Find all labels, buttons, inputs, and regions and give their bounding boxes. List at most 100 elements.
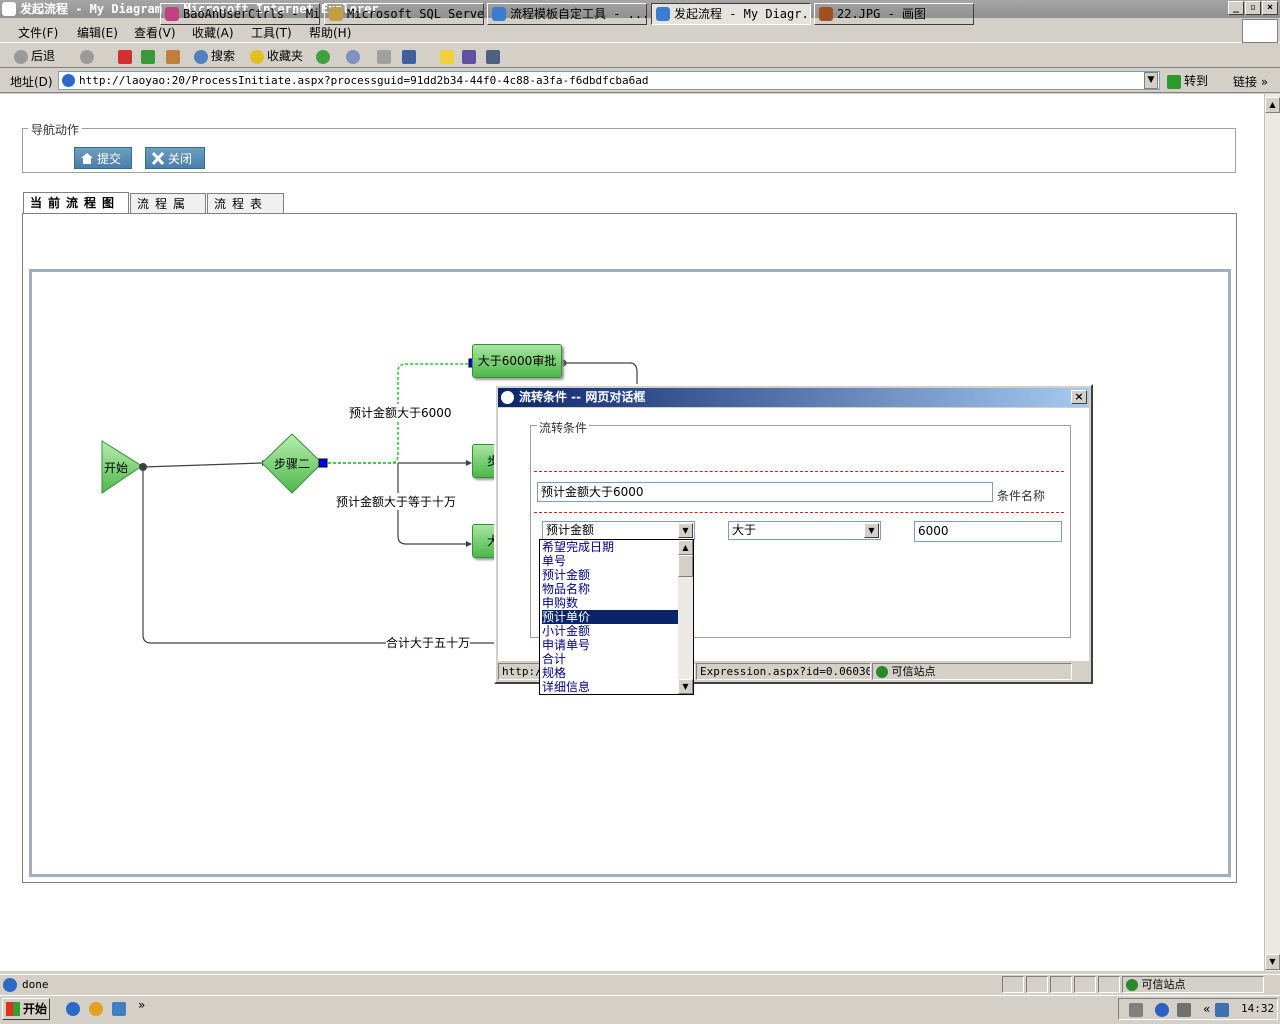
menu-help[interactable]: 帮助(H): [309, 26, 352, 40]
dropdown-option[interactable]: 物品名称: [542, 582, 591, 596]
back-button[interactable]: 后退: [14, 47, 55, 65]
connector-label-ge100k[interactable]: 预计金额大于等于十万: [336, 493, 457, 510]
edit-button[interactable]: [402, 47, 419, 65]
print-button[interactable]: [377, 47, 394, 65]
restore-button[interactable]: ▫: [1245, 1, 1261, 15]
research-button[interactable]: [486, 47, 503, 65]
condition-fieldset: [530, 425, 1071, 638]
condition-name-input[interactable]: 预计金额大于6000: [537, 482, 993, 502]
dropdown-option-selected[interactable]: 预计单价: [542, 610, 678, 624]
sql-icon: [329, 7, 343, 21]
menu-tools[interactable]: 工具(T): [251, 26, 292, 40]
close-button[interactable]: 关闭: [145, 147, 205, 169]
search-button[interactable]: 搜索: [194, 47, 235, 65]
favorites-button[interactable]: 收藏夹: [250, 47, 303, 65]
task-process-template-tool[interactable]: 流程模板自定工具 - ...: [487, 3, 647, 25]
status-text: done: [22, 978, 49, 991]
close-window-button[interactable]: ×: [1262, 1, 1278, 15]
value-input[interactable]: 6000: [914, 521, 1062, 542]
connector-gt6000-out[interactable]: [563, 362, 638, 386]
menu-edit[interactable]: 编辑(E): [77, 26, 118, 40]
port-dot[interactable]: [139, 463, 147, 471]
desktop-quicklaunch-icon[interactable]: [112, 1002, 126, 1016]
status-pane: [1098, 976, 1120, 993]
task-sql-server[interactable]: Microsoft SQL Serve...: [324, 3, 484, 25]
dialog-close-button[interactable]: ×: [1071, 390, 1087, 404]
address-input[interactable]: http://laoyao:20/ProcessInitiate.aspx?pr…: [58, 71, 1160, 90]
go-button[interactable]: 转到: [1167, 72, 1208, 90]
status-bar: done 可信站点: [0, 974, 1280, 994]
dropdown-option[interactable]: 规格: [542, 666, 567, 680]
node-gt6000-approval[interactable]: 大于6000审批: [472, 344, 562, 378]
volume-icon[interactable]: [1177, 1003, 1191, 1017]
connector-label-total[interactable]: 合计大于五十万: [386, 634, 471, 651]
forward-button[interactable]: [80, 47, 97, 65]
operator-select[interactable]: 大于 ▼: [728, 521, 881, 540]
dropdown-option[interactable]: 合计: [542, 652, 567, 666]
dialog-title-bar: 流转条件 -- 网页对话框: [498, 388, 1089, 407]
stop-button[interactable]: [118, 47, 135, 65]
display-icon[interactable]: [1215, 1003, 1229, 1017]
help-icon[interactable]: [1155, 1003, 1169, 1017]
field-dropdown-list[interactable]: 希望完成日期 单号 预计金额 物品名称 申购数 预计单价 小计金额 申请单号 合…: [539, 539, 694, 695]
step2-node-shape[interactable]: [261, 433, 323, 494]
mail-button[interactable]: [346, 47, 363, 65]
ie-quicklaunch-icon[interactable]: [66, 1002, 80, 1016]
connector-label-gt6000[interactable]: 预计金额大于6000: [349, 404, 452, 421]
task-baoanuserctrls[interactable]: BaoAnUserCtrls - Mi...: [160, 3, 320, 25]
chevron-down-icon[interactable]: ▼: [678, 523, 693, 538]
tray-expand-button[interactable]: «: [1203, 1002, 1211, 1016]
divider-top: [534, 471, 1064, 472]
port-handle[interactable]: [318, 458, 328, 468]
submit-button[interactable]: 提交: [74, 147, 132, 169]
start-node-shape[interactable]: [101, 440, 143, 494]
field-select[interactable]: 预计金额 ▼: [542, 521, 695, 540]
task-paint[interactable]: 22.JPG - 画图: [814, 3, 974, 25]
edit-icon: [402, 49, 416, 64]
dropdown-option[interactable]: 希望完成日期: [542, 540, 615, 554]
note-icon: [440, 49, 454, 64]
mail-icon: [346, 49, 360, 64]
dropdown-scrollbar[interactable]: ▲ ▼: [678, 540, 693, 694]
status-pane: [1050, 976, 1072, 993]
task-initiate-process[interactable]: 发起流程 - My Diagr...: [651, 3, 811, 25]
chevron-down-icon[interactable]: ▼: [864, 523, 879, 538]
messenger-button[interactable]: [462, 47, 479, 65]
search-icon: [194, 49, 208, 64]
check-icon: [876, 666, 888, 678]
tab-current-diagram[interactable]: 当前流程图: [23, 192, 129, 214]
divider-bottom: [534, 512, 1064, 513]
tab-process-properties[interactable]: 流程属性: [130, 193, 206, 231]
dropdown-option[interactable]: 小计金额: [542, 624, 591, 638]
dropdown-option[interactable]: 详细信息: [542, 680, 591, 694]
menu-view[interactable]: 查看(V): [134, 26, 176, 40]
connector-start-step2[interactable]: [142, 462, 263, 468]
connector-total[interactable]: [142, 467, 496, 644]
quicklaunch-more-button[interactable]: »: [138, 998, 146, 1012]
history-button[interactable]: [316, 47, 333, 65]
refresh-button[interactable]: [141, 47, 158, 65]
tab-process-form[interactable]: 流程表单: [207, 193, 284, 231]
menu-file[interactable]: 文件(F): [18, 26, 59, 40]
address-dropdown-arrow[interactable]: ▼: [1144, 72, 1158, 89]
connector-ge100k[interactable]: [397, 463, 470, 545]
discuss-button[interactable]: [440, 47, 457, 65]
start-button[interactable]: 开始: [2, 998, 50, 1020]
scroll-thumb[interactable]: [678, 555, 693, 577]
status-url-right: Expression.aspx?id=0.06030295: [696, 663, 871, 680]
page-icon: [62, 74, 75, 87]
dropdown-option[interactable]: 预计金额: [542, 568, 591, 582]
ie-icon: [501, 391, 514, 404]
condition-legend: 流转条件: [537, 419, 590, 436]
dropdown-option[interactable]: 申购数: [542, 596, 579, 610]
scroll-down-arrow[interactable]: ▼: [678, 679, 693, 694]
links-button[interactable]: 链接 »: [1233, 75, 1269, 89]
scroll-up-arrow[interactable]: ▲: [678, 540, 693, 555]
outlook-quicklaunch-icon[interactable]: [89, 1002, 103, 1016]
home-button[interactable]: [166, 47, 183, 65]
menu-favorites[interactable]: 收藏(A): [192, 26, 234, 40]
minimize-button[interactable]: _: [1228, 1, 1244, 15]
network-icon[interactable]: [1129, 1003, 1143, 1017]
dropdown-option[interactable]: 申请单号: [542, 638, 591, 652]
dropdown-option[interactable]: 单号: [542, 554, 567, 568]
